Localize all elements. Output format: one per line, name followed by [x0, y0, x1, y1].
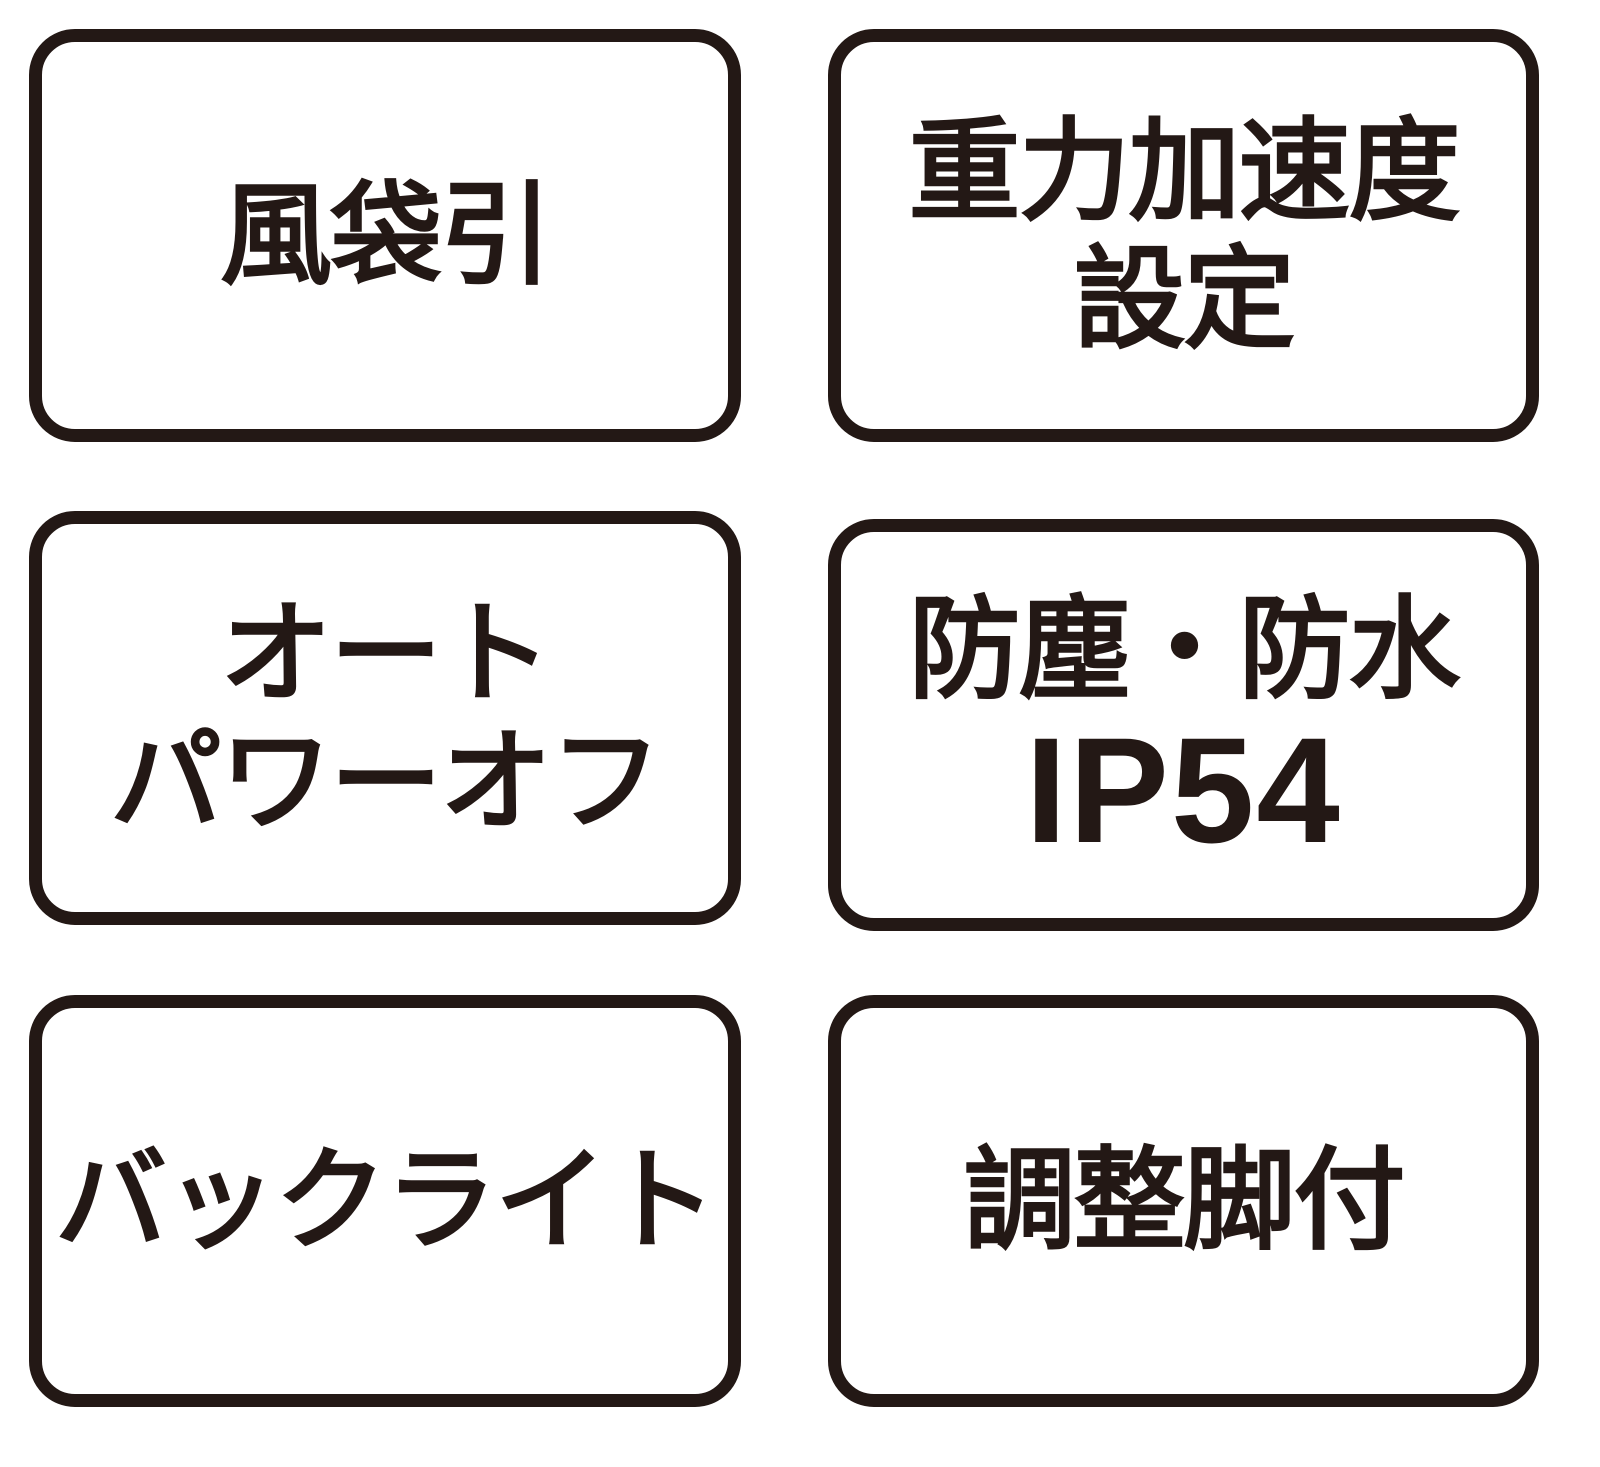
feature-badge-ip54: 防塵・防水 IP54 [828, 519, 1539, 931]
ip-rating-label: IP54 [1025, 706, 1342, 874]
badge-label: 風袋引 [220, 170, 552, 301]
badge-label-line-1: オート [220, 589, 552, 719]
feature-badge-adjustable-feet: 調整脚付 [828, 995, 1539, 1407]
feature-badge-backlight: バックライト [29, 995, 741, 1407]
feature-badge-auto-power-off: オート パワーオフ [29, 511, 741, 925]
badge-label-line-2: 設定 [1073, 234, 1296, 365]
badge-label-line-1: 防塵・防水 [908, 585, 1461, 715]
badge-label: バックライト [55, 1136, 717, 1266]
badge-label: 調整脚付 [963, 1136, 1406, 1266]
feature-badge-tare: 風袋引 [29, 29, 741, 442]
badge-label-line-2: パワーオフ [110, 717, 662, 847]
feature-badge-gravity-setting: 重力加速度 設定 [828, 29, 1539, 442]
badge-label-line-1: 重力加速度 [908, 106, 1461, 237]
